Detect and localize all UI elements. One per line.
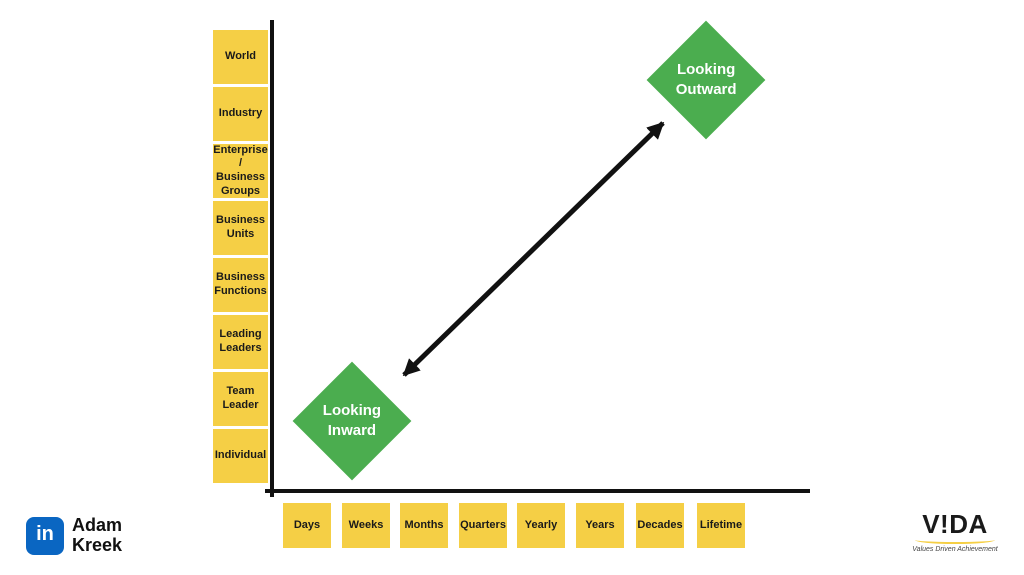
y-sticky-business-units: Business Units — [213, 201, 268, 255]
vida-logo-wordmark: V!DA — [922, 509, 988, 539]
diamond-looking-inward-label: Looking Inward — [322, 401, 382, 439]
x-sticky-quarters: Quarters — [459, 503, 507, 548]
x-sticky-lifetime: Lifetime — [697, 503, 745, 548]
x-sticky-yearly: Yearly — [517, 503, 565, 548]
diamond-looking-outward: Looking Outward — [646, 20, 766, 140]
y-sticky-individual: Individual — [213, 429, 268, 483]
x-sticky-decades: Decades — [636, 503, 684, 548]
y-sticky-industry: Industry — [213, 87, 268, 141]
linkedin-badge: in Adam Kreek — [26, 515, 123, 556]
y-axis-line — [270, 20, 274, 497]
y-sticky-leading-leaders: Leading Leaders — [213, 315, 268, 369]
x-sticky-weeks: Weeks — [342, 503, 390, 548]
author-name: Adam Kreek — [72, 515, 123, 555]
x-sticky-months: Months — [400, 503, 448, 548]
x-sticky-days: Days — [283, 503, 331, 548]
y-sticky-team-leader: Team Leader — [213, 372, 268, 426]
diamond-looking-inward: Looking Inward — [292, 361, 412, 481]
vida-logo: V!DA Values Driven Achievement — [910, 510, 1000, 553]
diamond-looking-outward-label: Looking Outward — [675, 60, 737, 98]
y-sticky-business-functions: Business Functions — [213, 258, 268, 312]
x-sticky-years: Years — [576, 503, 624, 548]
y-sticky-world: World — [213, 30, 268, 84]
vida-logo-underline — [915, 540, 995, 544]
y-sticky-enterprise-groups: Enterprise / Business Groups — [213, 143, 268, 198]
vida-logo-tagline: Values Driven Achievement — [912, 545, 998, 553]
x-axis-line — [265, 489, 810, 493]
linkedin-icon: in — [26, 516, 64, 555]
